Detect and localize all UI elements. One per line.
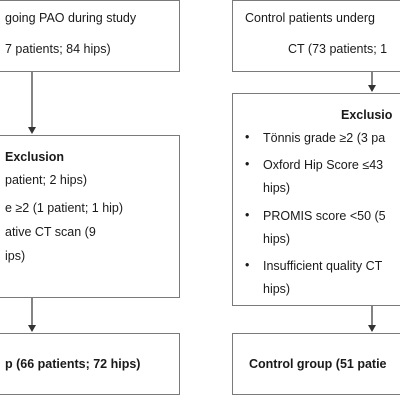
left-study-line2: 7 patients; 84 hips)	[5, 42, 111, 56]
right-exclusion-item4-line2: hips)	[263, 282, 291, 296]
right-exclusion-title: Exclusio	[341, 108, 393, 122]
right-exclusion-bullet-2: •	[245, 157, 250, 171]
right-exclusion-bullet-4: •	[245, 258, 250, 272]
right-exclusion-item4-line1: Insufficient quality CT	[263, 259, 383, 273]
right-exclusion-item2-line2: hips)	[263, 181, 291, 195]
right-exclusion-box: Exclusio • Tönnis grade ≥2 (3 pa • Oxfor…	[232, 93, 400, 306]
left-exclusion-line2: e ≥2 (1 patient; 1 hip)	[5, 201, 124, 215]
right-exclusion-item3-line2: hips)	[263, 232, 291, 246]
left-exclusion-line4: ips)	[5, 249, 26, 263]
right-exclusion-item2-line1: Oxford Hip Score ≤43	[263, 158, 384, 172]
right-exclusion-bullet-1: •	[245, 130, 250, 144]
left-exclusion-box: Exclusion patient; 2 hips) e ≥2 (1 patie…	[0, 135, 180, 298]
left-exclusion-line3: ative CT scan (9	[5, 225, 96, 239]
right-control-line1: Control patients underg	[245, 11, 375, 25]
left-exclusion-line1: patient; 2 hips)	[5, 173, 87, 187]
right-exclusion-bullet-3: •	[245, 208, 250, 222]
right-exclusion-item1-line1: Tönnis grade ≥2 (3 pa	[263, 131, 386, 145]
left-result-box: p (66 patients; 72 hips)	[0, 333, 180, 395]
left-result-text: p (66 patients; 72 hips)	[5, 357, 141, 371]
left-study-line1: going PAO during study	[5, 11, 137, 25]
left-exclusion-title: Exclusion	[5, 150, 65, 164]
right-result-box: Control group (51 patie	[232, 333, 400, 395]
right-exclusion-item3-line1: PROMIS score <50 (5	[263, 209, 386, 223]
right-control-line2: CT (73 patients; 1	[288, 42, 388, 56]
left-study-box: going PAO during study 7 patients; 84 hi…	[0, 0, 180, 72]
right-control-box: Control patients underg CT (73 patients;…	[232, 0, 400, 72]
right-result-text: Control group (51 patie	[249, 357, 387, 371]
